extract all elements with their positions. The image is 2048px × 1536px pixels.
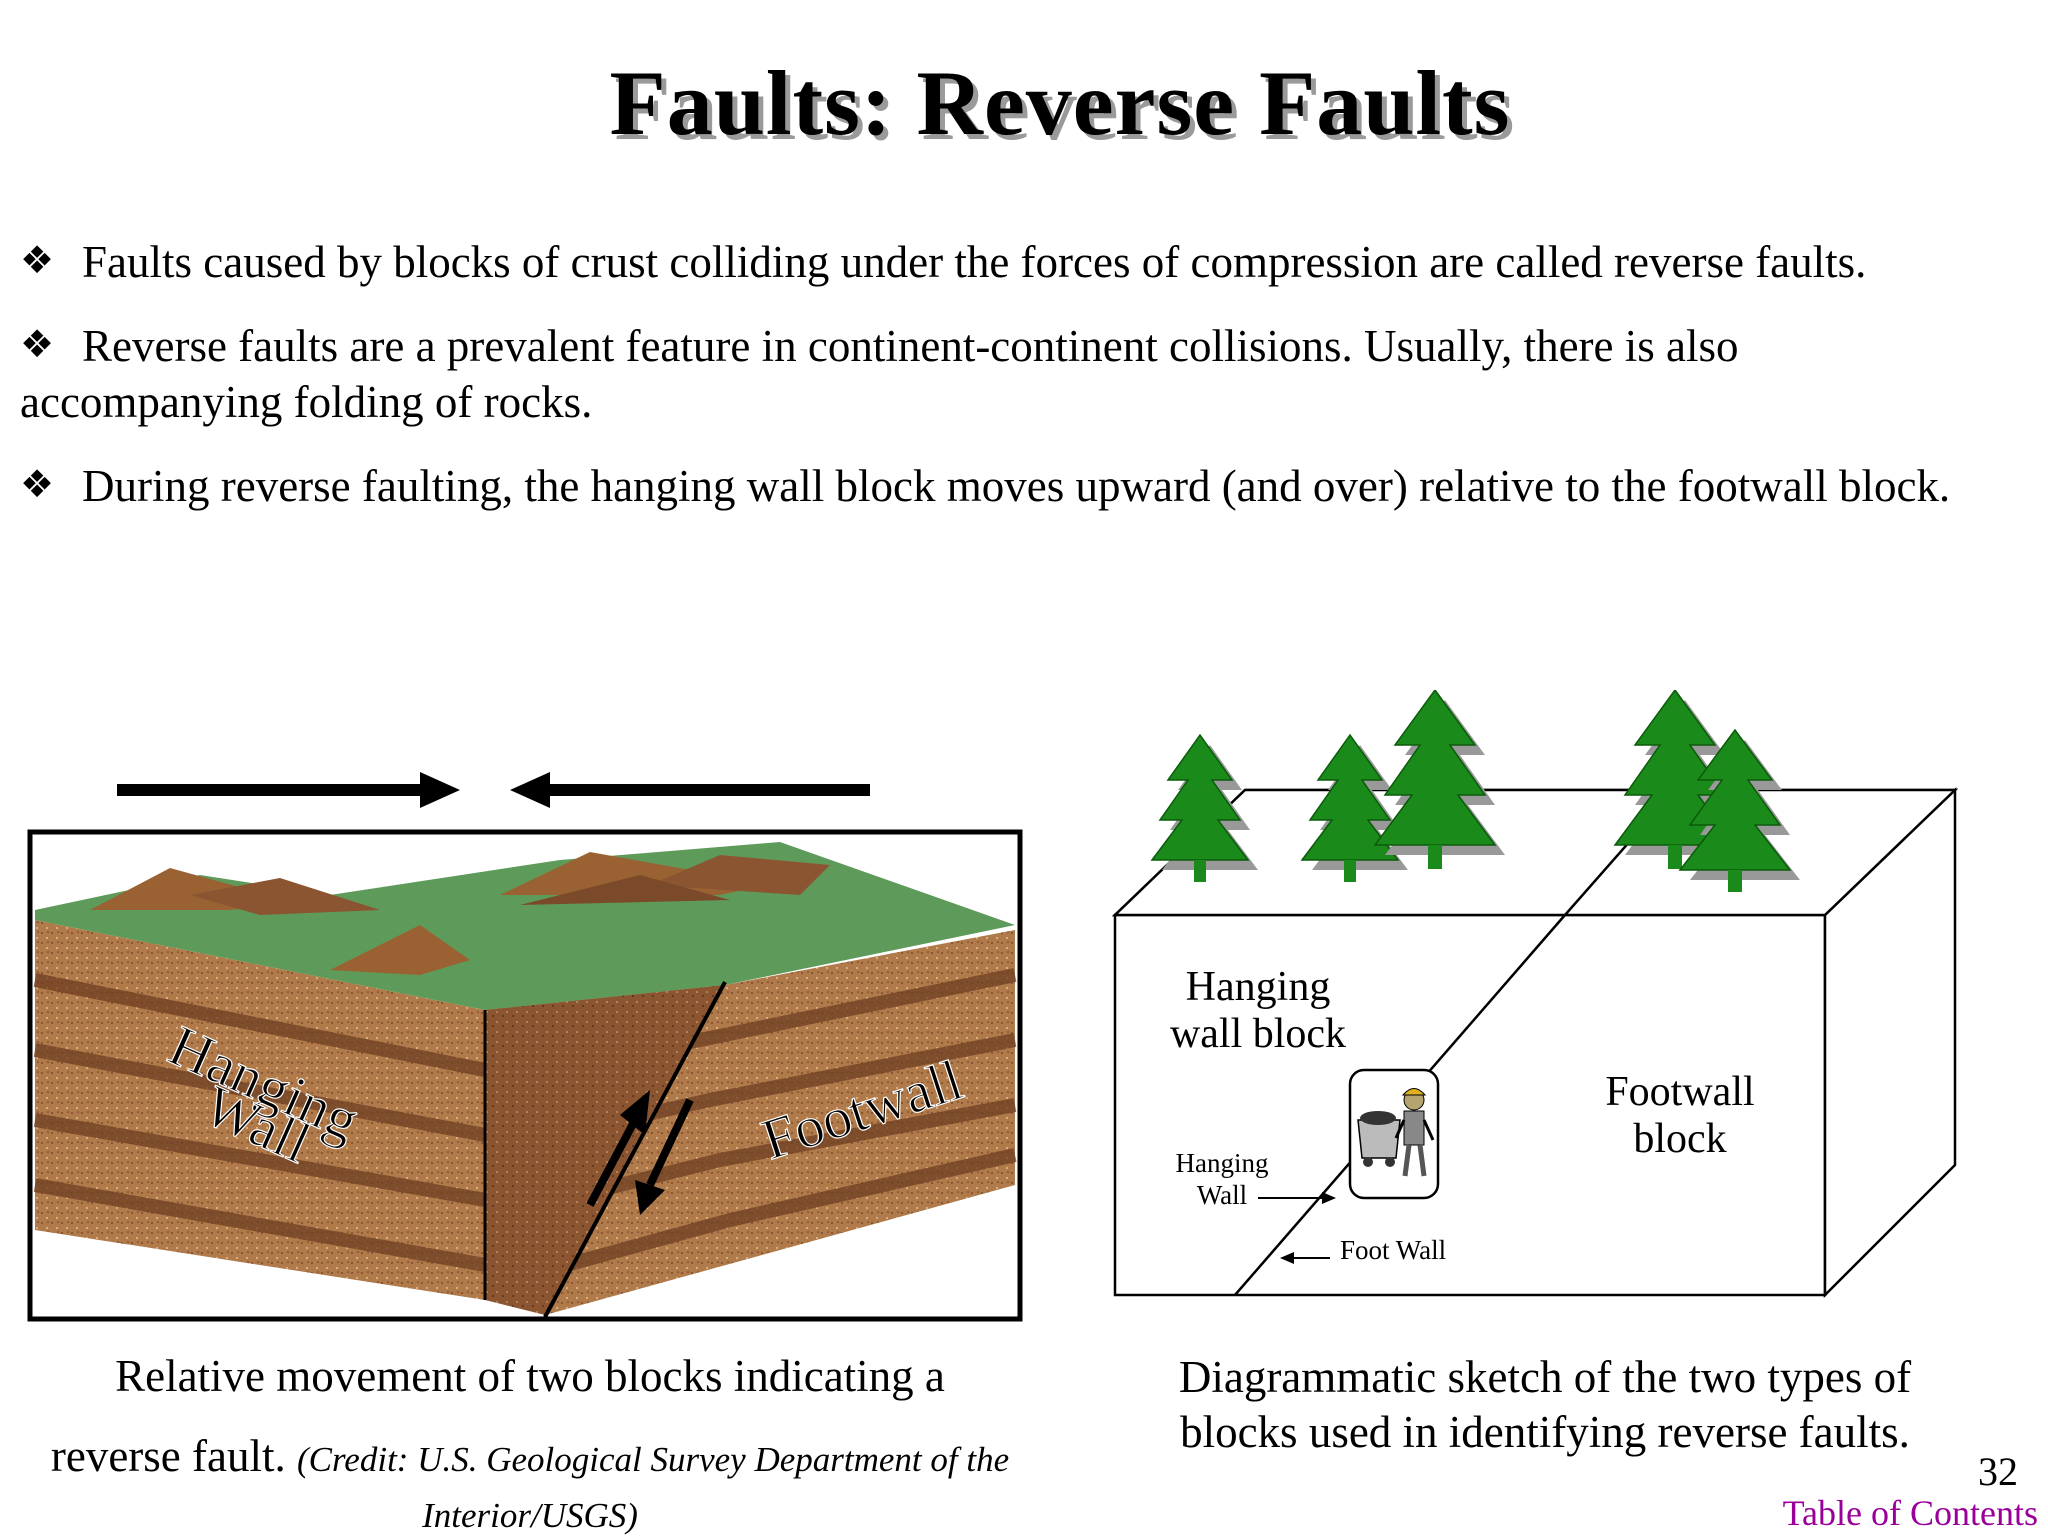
- slip-arrows-icon: [586, 1090, 694, 1215]
- fault-block-sketch: Hanging wall block Footwall block Hangin…: [1111, 690, 1959, 1299]
- pine-tree-icon: [1678, 728, 1800, 892]
- four-diamond-icon: ❖: [20, 322, 55, 366]
- bullet-text: During reverse faulting, the hanging wal…: [82, 461, 1951, 511]
- image-credit: (Credit: U.S. Geological Survey Departme…: [296, 1440, 1010, 1535]
- compression-arrow-right-icon: [117, 772, 460, 808]
- compression-arrow-left-icon: [510, 772, 870, 808]
- right-caption: Diagrammatic sketch of the two types of …: [1178, 1352, 1912, 1457]
- bullet-text: Faults caused by blocks of crust collidi…: [82, 237, 1867, 287]
- hanging-wall-small-label-line1: Hanging: [1176, 1148, 1269, 1178]
- miner-tunnel-icon: [1348, 1068, 1440, 1200]
- slide-title: Faults: Reverse Faults: [609, 52, 1511, 154]
- pointer-arrow-icon: [1280, 1252, 1330, 1264]
- page-number: 32: [1978, 1449, 2018, 1494]
- reverse-fault-block-diagram: Hanging Wall Footwall: [27, 772, 1023, 1322]
- bullet-list: ❖ Faults caused by blocks of crust collid…: [20, 232, 2010, 540]
- table-of-contents-link[interactable]: Table of Contents: [1782, 1493, 2038, 1533]
- pointer-arrow-icon: [1258, 1192, 1336, 1204]
- left-caption-line2: reverse fault. (Credit: U.S. Geological …: [30, 1430, 1030, 1536]
- footwall-block-label-line1: Footwall: [1605, 1069, 1754, 1115]
- four-diamond-icon: ❖: [20, 238, 55, 282]
- bullet-item: ❖ During reverse faulting, the hanging wa…: [20, 456, 2010, 514]
- foot-wall-small-label: Foot Wall: [1340, 1235, 1446, 1265]
- pine-tree-icon: [1150, 733, 1258, 882]
- four-diamond-icon: ❖: [20, 462, 55, 506]
- left-caption-line1: Relative movement of two blocks indicati…: [115, 1351, 945, 1401]
- left-caption-text: reverse fault.: [50, 1431, 286, 1481]
- footwall-block-label-line2: block: [1633, 1116, 1726, 1162]
- bullet-item: ❖ Faults caused by blocks of crust collid…: [20, 232, 2010, 290]
- bullet-text: Reverse faults are a prevalent feature i…: [20, 321, 1739, 427]
- bullet-item: ❖Reverse faults are a prevalent feature …: [20, 316, 2010, 430]
- mountains: [90, 852, 830, 975]
- pine-tree-icon: [1373, 690, 1505, 869]
- hanging-wall-small-label-line2: Wall: [1197, 1180, 1247, 1210]
- hanging-wall-block-label-line2: wall block: [1170, 1011, 1346, 1057]
- hanging-wall-block-label-line1: Hanging: [1186, 964, 1331, 1010]
